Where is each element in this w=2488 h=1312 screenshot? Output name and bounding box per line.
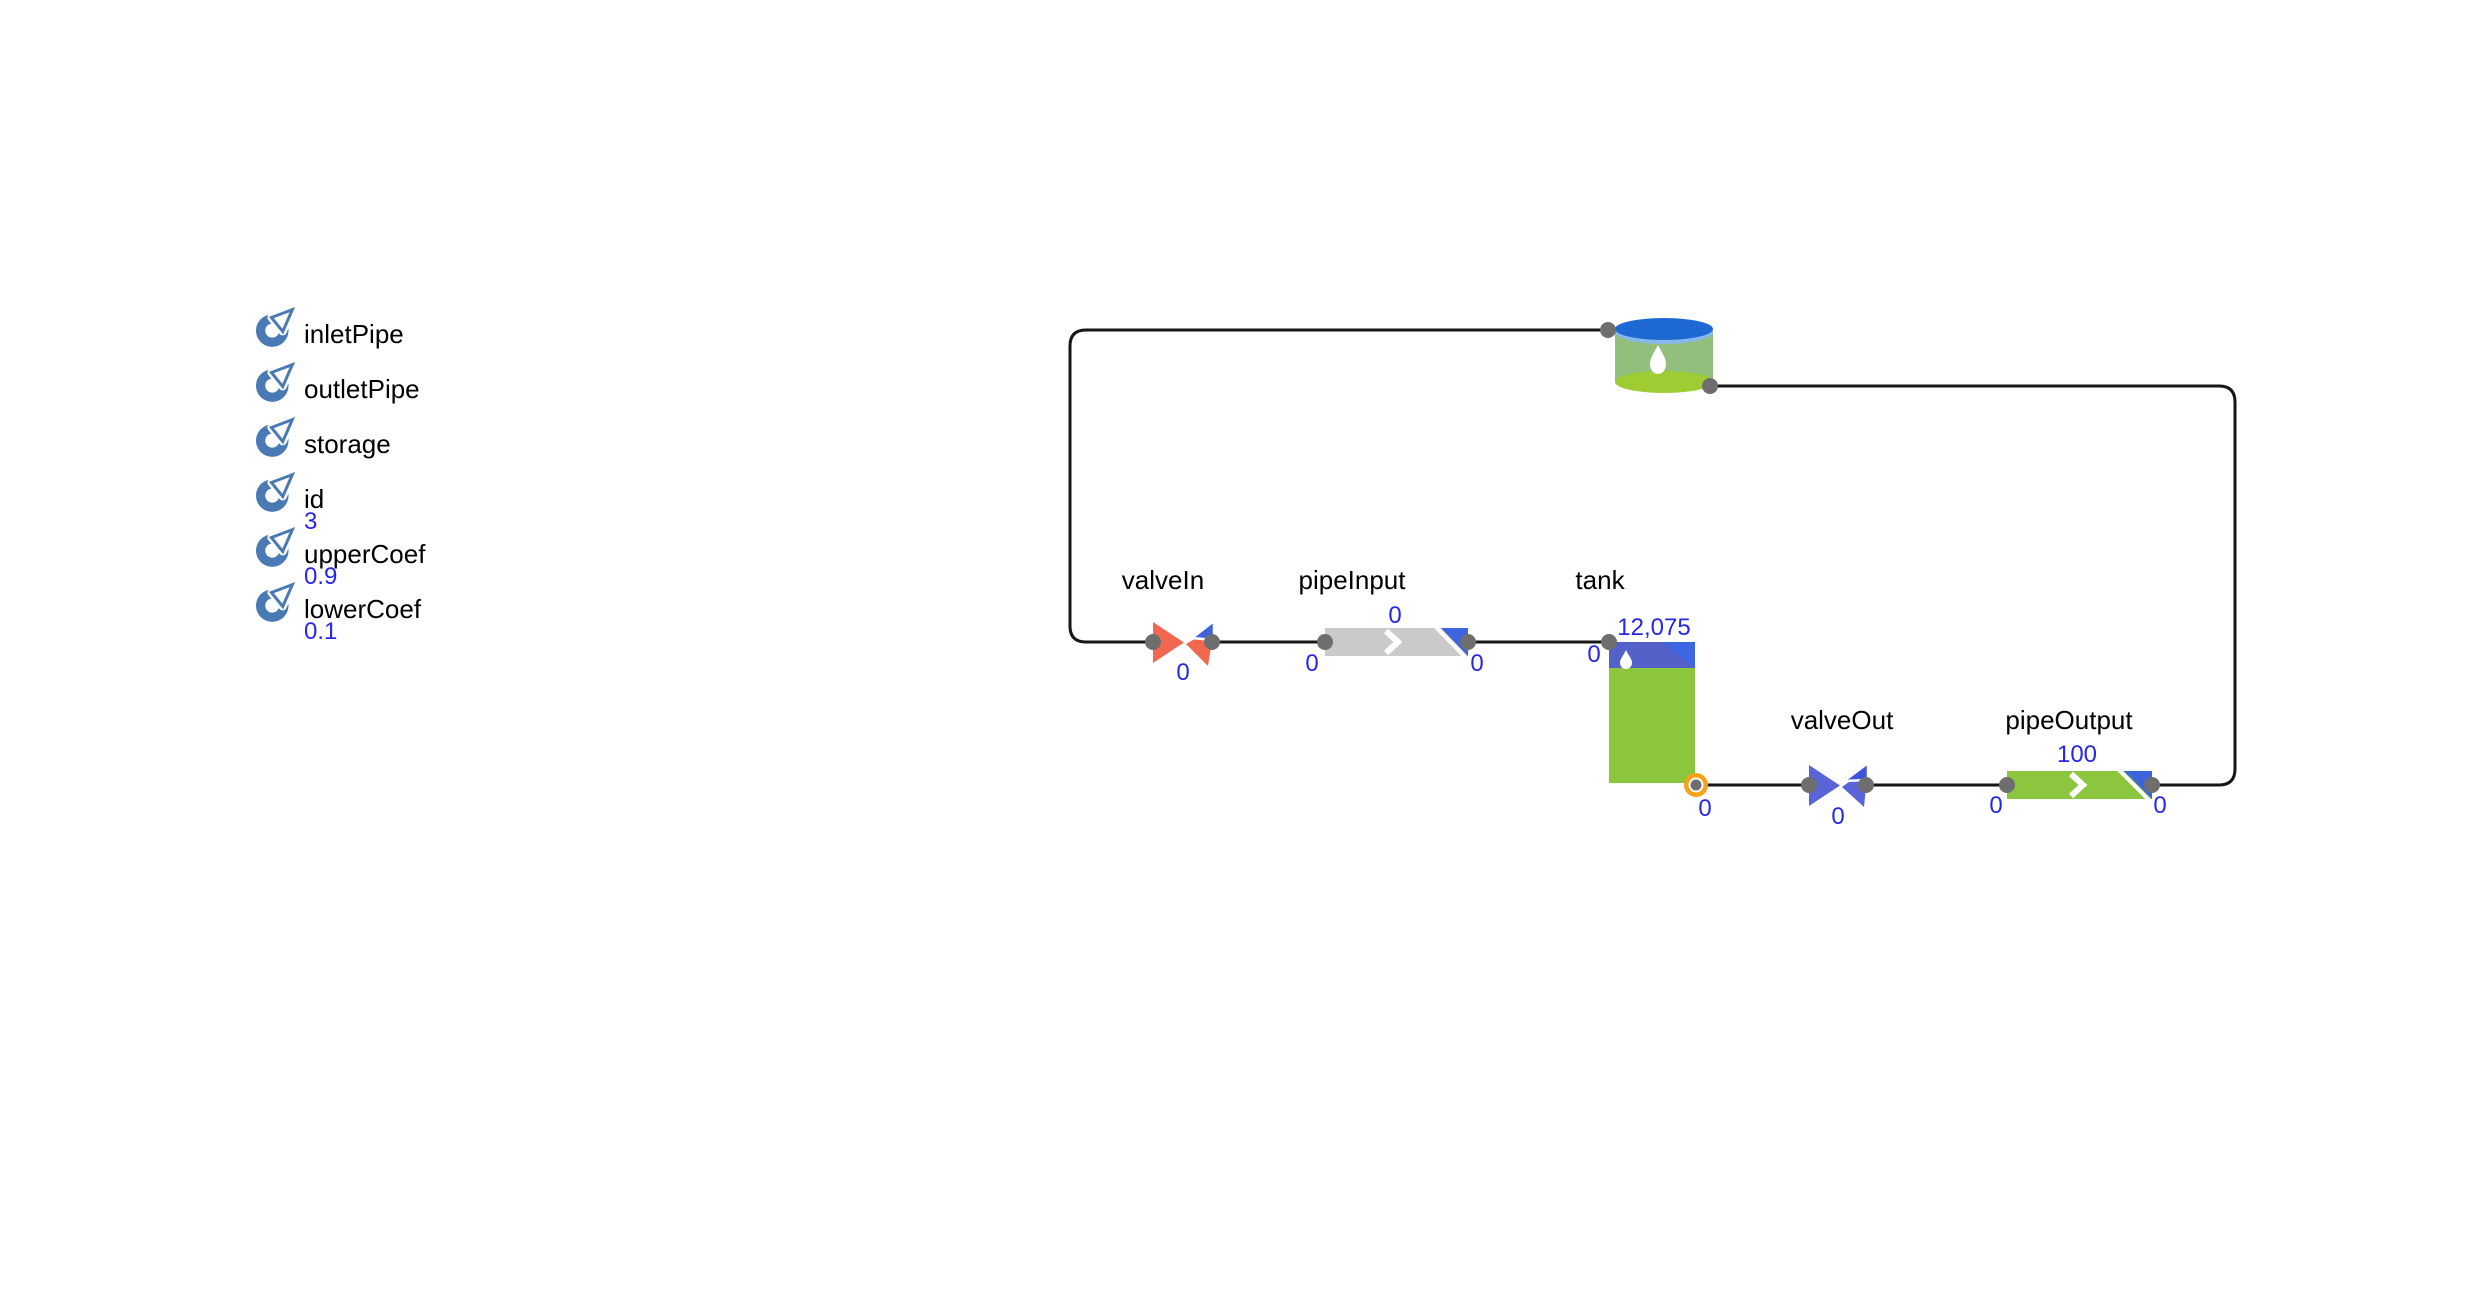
pipe-input-icon[interactable]	[1325, 625, 1468, 659]
port	[1858, 777, 1874, 793]
pipe-input-label: pipeInput	[1298, 565, 1406, 595]
port	[1145, 634, 1161, 650]
pipe-input-in-value: 0	[1305, 650, 1319, 677]
port	[1204, 634, 1220, 650]
storage-tank-icon[interactable]	[1615, 318, 1713, 393]
pipe-output-label: pipeOutput	[2005, 705, 2133, 735]
port-highlighted	[1684, 773, 1708, 797]
port	[2144, 777, 2160, 793]
parameter-icon	[255, 417, 295, 457]
port	[1600, 322, 1616, 338]
valve-out-label: valveOut	[1790, 705, 1894, 735]
pipe-output-out-value: 0	[2153, 792, 2167, 819]
parameter-name: outletPipe	[304, 374, 420, 404]
tank-icon[interactable]	[1609, 642, 1695, 783]
parameter-name: id	[304, 484, 325, 514]
tank-out-value: 0	[1698, 795, 1712, 822]
parameter-name: inletPipe	[304, 319, 404, 349]
tank-label: tank	[1575, 565, 1625, 595]
parameter-icon	[255, 472, 295, 512]
parameter-icon	[255, 582, 295, 622]
pipe-input-top-value: 0	[1388, 602, 1402, 629]
parameter-icon	[255, 362, 295, 402]
port	[1601, 634, 1617, 650]
parameter-icon	[255, 307, 295, 347]
parameter-name: lowerCoef	[304, 594, 422, 624]
parameter-value-upperCoef: 0.9	[304, 563, 338, 590]
valve-out-icon[interactable]	[1809, 760, 1870, 807]
port	[1317, 634, 1333, 650]
droplet-icon	[1650, 345, 1666, 374]
connector-storage-to-valveIn[interactable]	[1068, 328, 1608, 644]
parameter-value-id: 3	[304, 508, 318, 535]
port	[1999, 777, 2015, 793]
chevron-right-icon	[2068, 771, 2088, 799]
port	[1801, 777, 1817, 793]
parameter-name: upperCoef	[304, 539, 426, 569]
droplet-icon	[1620, 650, 1632, 669]
parameter-name: storage	[304, 429, 391, 459]
pipe-output-top-value: 100	[2056, 741, 2098, 768]
parameter-icon	[255, 527, 295, 567]
port	[1702, 378, 1718, 394]
pipe-input-out-value: 0	[1470, 650, 1484, 677]
chevron-right-icon	[1383, 628, 1403, 656]
valve-out-value: 0	[1831, 803, 1845, 830]
pipe-output-icon[interactable]	[2007, 768, 2152, 802]
port	[1460, 634, 1476, 650]
tank-amount-value: 12,075	[1617, 614, 1691, 641]
pipe-output-in-value: 0	[1989, 792, 2003, 819]
connector-pipeOutput-to-storage[interactable]	[1710, 384, 2237, 787]
parameter-value-lowerCoef: 0.1	[304, 618, 338, 645]
valve-in-label: valveIn	[1121, 565, 1205, 595]
tank-in-value: 0	[1587, 641, 1601, 668]
valve-in-value: 0	[1176, 659, 1190, 686]
